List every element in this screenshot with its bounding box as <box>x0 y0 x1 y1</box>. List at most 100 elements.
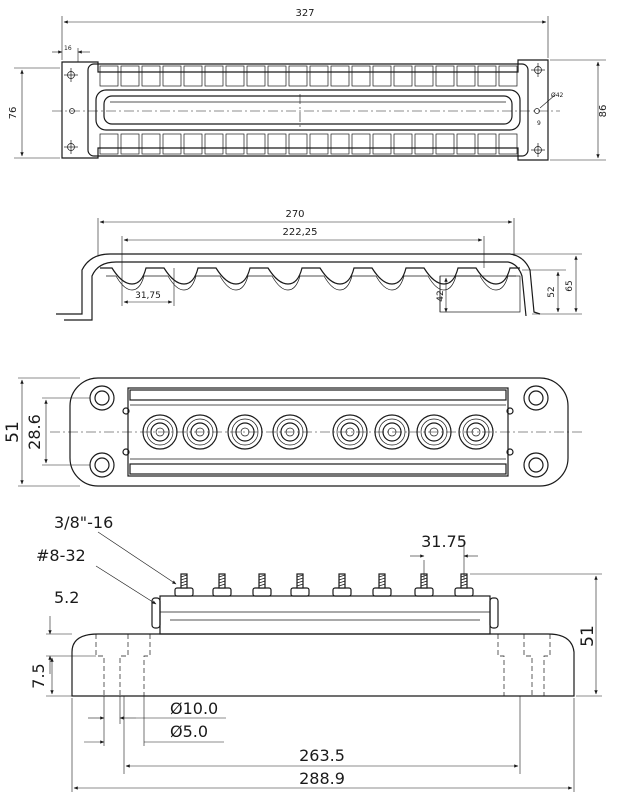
top-cover-view: 327 16 76 86 Ø42 9 <box>8 8 609 161</box>
stud-icon <box>454 573 474 597</box>
dim-height-b: 52 <box>547 286 557 297</box>
rib <box>435 133 455 155</box>
rib <box>477 133 497 155</box>
dim-base-height: 51 <box>578 625 598 647</box>
base-block <box>159 595 491 635</box>
dim-stud-pitch: 31.75 <box>421 532 467 551</box>
rib <box>477 65 497 87</box>
stud-icon <box>372 573 392 597</box>
rib <box>162 65 182 87</box>
rib <box>183 133 203 155</box>
rib <box>288 65 308 87</box>
dim-height-right: 86 <box>598 105 609 118</box>
cover-body <box>87 63 529 157</box>
cover-ribs-bottom <box>99 133 518 155</box>
stud-icon <box>332 573 352 597</box>
cover-ear-right <box>531 63 545 157</box>
rib <box>204 65 224 87</box>
rib <box>393 133 413 155</box>
rib <box>267 133 287 155</box>
rib <box>99 133 119 155</box>
stud-icon <box>212 573 232 597</box>
dim-hole-dia: Ø5.0 <box>170 722 208 741</box>
base-cap-left <box>151 597 161 629</box>
rib <box>456 133 476 155</box>
base-plinth <box>71 633 575 697</box>
rib <box>288 133 308 155</box>
dim-base-width: 51 <box>3 421 23 443</box>
hole-icon <box>534 108 540 114</box>
rib <box>435 65 455 87</box>
base-top-view: 51 28.6 <box>3 377 582 487</box>
rib <box>456 65 476 87</box>
dim-depth: 7.5 <box>29 663 48 688</box>
screw-icon <box>506 448 514 456</box>
rib <box>330 65 350 87</box>
dim-length-outer: 270 <box>285 209 304 220</box>
dim-pitch: 31,75 <box>135 291 161 301</box>
cover-window-inner <box>103 95 513 125</box>
dim-ear-width: 16 <box>64 45 72 52</box>
base-side-view: 3/8"-16 #8-32 31.75 51 5.2 7.5 Ø10.0 <box>29 513 602 792</box>
rib <box>246 133 266 155</box>
cover-side-view: 270 222,25 31,75 42 52 65 <box>56 209 582 321</box>
stud-icon <box>252 573 272 597</box>
rib <box>372 133 392 155</box>
base-cap-right <box>489 597 499 629</box>
stud-icon <box>290 573 310 597</box>
cover-outline <box>61 59 549 161</box>
dim-step: 5.2 <box>54 588 79 607</box>
label-screw-thread: #8-32 <box>36 546 86 565</box>
rib <box>141 65 161 87</box>
stud-row <box>174 573 474 597</box>
dim-length-inner: 222,25 <box>283 227 318 238</box>
rib <box>372 65 392 87</box>
dim-hole-dia: Ø42 <box>551 92 564 99</box>
dim-height-left: 76 <box>8 107 19 120</box>
cover-wave-inner <box>106 275 516 291</box>
rib <box>120 133 140 155</box>
label-stud-thread: 3/8"-16 <box>54 513 113 532</box>
rib <box>351 133 371 155</box>
rib <box>414 133 434 155</box>
stud-icon <box>414 573 434 597</box>
rib <box>204 133 224 155</box>
cover-window-outer <box>95 89 521 131</box>
hole-icon <box>69 108 75 114</box>
base-rail-bottom <box>129 463 507 475</box>
dim-height-a: 42 <box>436 290 446 301</box>
rib <box>330 133 350 155</box>
dim-small-mark: 9 <box>537 120 541 127</box>
rib <box>120 65 140 87</box>
rib <box>309 133 329 155</box>
rib <box>225 133 245 155</box>
rib <box>246 65 266 87</box>
screw-icon <box>122 448 130 456</box>
rib <box>267 65 287 87</box>
rib <box>351 65 371 87</box>
cover-profile-outer <box>56 253 541 315</box>
stud-icon <box>174 573 194 597</box>
cover-end-block <box>439 275 521 313</box>
cover-ribs-top <box>99 65 518 87</box>
dim-height-c: 65 <box>565 280 575 291</box>
dim-overall-length: 327 <box>295 8 314 19</box>
mount-hole-br-icon <box>523 452 549 478</box>
rib <box>498 133 518 155</box>
rib <box>498 65 518 87</box>
dim-base-inner-width: 28.6 <box>25 414 44 450</box>
dim-counterbore-dia: Ø10.0 <box>170 699 218 718</box>
rib <box>99 65 119 87</box>
screw-icon <box>122 407 130 415</box>
rib <box>414 65 434 87</box>
screw-icon <box>506 407 514 415</box>
base-rail-top <box>129 389 507 401</box>
mount-hole-tl-icon <box>89 385 115 411</box>
dim-hole-spacing: 263.5 <box>299 746 345 765</box>
rib <box>393 65 413 87</box>
rib <box>225 65 245 87</box>
cover-wave <box>100 267 520 285</box>
mount-hole-bl-icon <box>89 452 115 478</box>
rib <box>162 133 182 155</box>
